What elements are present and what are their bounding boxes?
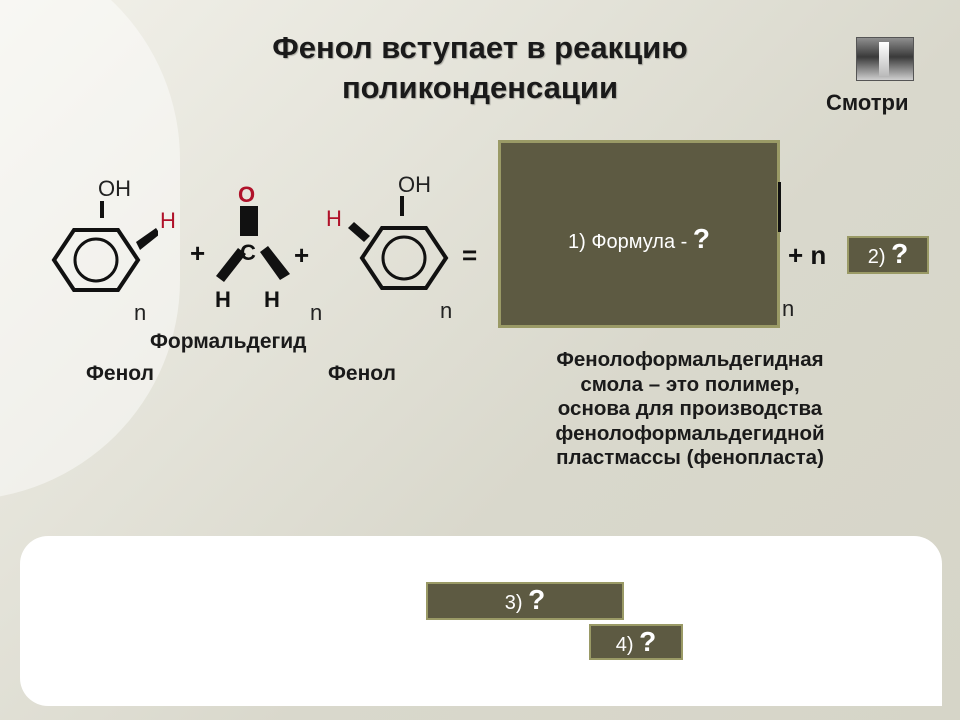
formaldehyde-name: Формальдегид <box>150 330 307 353</box>
plus-1: + <box>190 238 206 268</box>
title-line-1: Фенол вступает в реакцию <box>272 30 688 65</box>
phenol-right-h: H <box>326 206 342 231</box>
phenol-left-oh: OH <box>98 176 131 201</box>
phenol-right-structure <box>348 222 449 290</box>
hint-4-question: ? <box>639 626 657 657</box>
product-bracket <box>778 182 781 232</box>
hint-box-3[interactable]: 3) ? <box>426 582 624 620</box>
formaldehyde-o: O <box>238 182 256 207</box>
resin-description: Фенолоформальдегидная смола – это полиме… <box>510 348 870 471</box>
formaldehyde-h-right: H <box>264 287 280 312</box>
formula-hint-label: 1) Формула - <box>567 231 693 253</box>
hint-box-4[interactable]: 4) ? <box>589 624 683 660</box>
bottom-panel <box>20 536 942 706</box>
description-line-3: основа для производства <box>557 397 823 420</box>
formaldehyde-c: C <box>240 240 256 265</box>
title-line-2: поликонденсации <box>341 70 619 105</box>
plus-2: + <box>294 240 310 270</box>
description-line-2: смола – это полимер, <box>580 372 800 396</box>
hint-3-label: 3) <box>504 592 529 614</box>
phenol-left-n: n <box>134 300 147 325</box>
phenol-right-oh: OH <box>398 172 431 197</box>
slide-title: Фенол вступает в реакцию поликонденсации <box>180 28 780 108</box>
phenol-right-name: Фенол <box>328 362 396 385</box>
phenol-right-bond <box>400 196 404 216</box>
formaldehyde-bonds <box>216 246 290 282</box>
video-thumbnail[interactable] <box>856 37 914 81</box>
formula-hint-question: ? <box>692 223 710 254</box>
look-link[interactable]: Смотри <box>826 90 909 115</box>
formaldehyde-double-bond <box>240 206 258 236</box>
description-line-1: Фенолоформальдегидная <box>556 348 824 371</box>
phenol-right-n: n <box>440 298 453 323</box>
hint-3-question: ? <box>528 584 546 615</box>
byproduct-hint-box[interactable]: 2) ? <box>847 236 929 274</box>
formaldehyde-n: n <box>310 300 323 325</box>
description-line-4: фенолоформальдегидной <box>555 421 825 445</box>
equals-sign: = <box>462 240 478 270</box>
hint-4-label: 4) <box>615 634 640 656</box>
plus-n: + n <box>788 240 827 270</box>
phenol-left-bond <box>100 201 104 218</box>
phenol-left-structure <box>51 228 158 292</box>
phenol-left-h: H <box>160 208 176 233</box>
byproduct-hint-question: ? <box>891 238 909 269</box>
formaldehyde-h-left: H <box>215 287 231 312</box>
byproduct-hint-label: 2) <box>867 246 892 268</box>
phenol-left-name: Фенол <box>86 362 154 385</box>
description-line-5: пластмассы (фенопласта) <box>556 446 824 469</box>
formula-hint-box[interactable]: 1) Формула - ? <box>498 140 780 328</box>
product-n: n <box>782 296 795 321</box>
